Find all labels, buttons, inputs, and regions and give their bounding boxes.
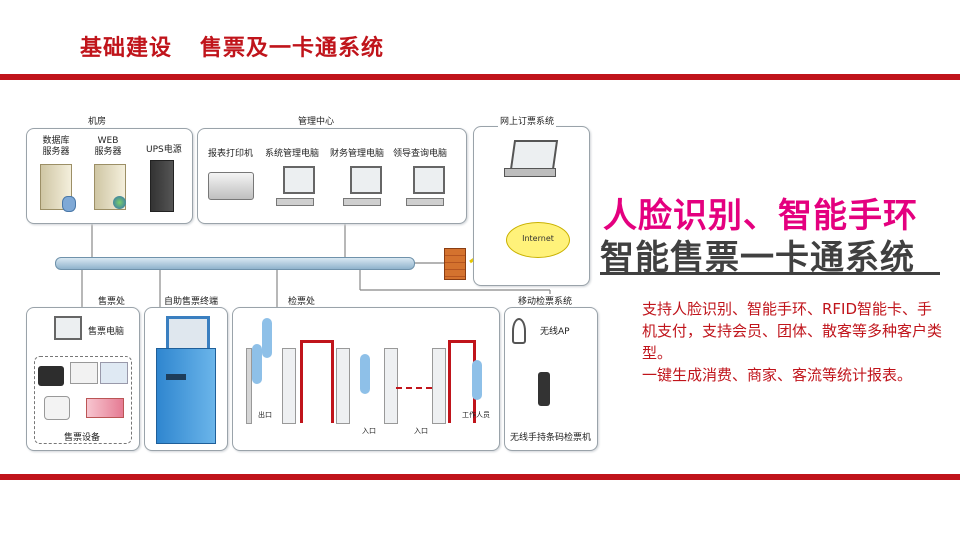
ticket-devices-group (34, 356, 132, 444)
description-para-1: 支持人脸识别、智能手环、RFID智能卡、手机支付，支持会员、团体、散客等多种客户… (642, 300, 943, 362)
network-bus (55, 257, 415, 270)
sys-admin-pc-label: 系统管理电脑 (265, 149, 320, 159)
mobile-check-label: 移动检票系统 (516, 294, 575, 307)
ups-icon (150, 160, 174, 212)
turnstile-icon (432, 348, 446, 424)
entrance-label-1: 入口 (362, 427, 376, 435)
leader-pc-label: 领导查询电脑 (393, 149, 448, 159)
headline-line-2: 智能售票一卡通系统 (600, 238, 915, 278)
keyboard-icon (343, 198, 381, 206)
keyboard-icon (406, 198, 444, 206)
ticket-office-label: 售票处 (96, 294, 128, 307)
report-printer-label: 报表打印机 (208, 149, 254, 159)
headline-underline (600, 272, 940, 275)
system-diagram: 机房 数据库 服务器 WEB 服务器 UPS电源 管理中心 报表打印机 系统管理… (26, 114, 598, 451)
database-icon (62, 196, 76, 212)
turnstile-icon (336, 348, 350, 424)
finance-monitor-icon (350, 166, 382, 194)
firewall-icon (444, 248, 466, 280)
turnstile-icon (384, 348, 398, 424)
management-center-label: 管理中心 (296, 114, 337, 127)
feature-description: 支持人脸识别、智能手环、RFID智能卡、手机支付，支持会员、团体、散客等多种客户… (642, 298, 942, 386)
bottom-red-bar (0, 474, 960, 480)
description-para-2: 一键生成消费、商家、客流等统计报表。 (642, 366, 913, 384)
handheld-label: 无线手持条码检票机 (510, 433, 592, 443)
ticket-sample-icon (70, 362, 98, 384)
gate-post-icon (246, 348, 252, 424)
cloud-icon (506, 222, 570, 258)
laptop-icon (509, 140, 559, 170)
self-service-label: 自助售票终端 (162, 294, 221, 307)
sys-admin-monitor-icon (283, 166, 315, 194)
slide-title: 基础建设 售票及一卡通系统 (80, 30, 384, 62)
machine-room-label: 机房 (86, 114, 109, 127)
headline-line-1: 人脸识别、智能手环 (603, 196, 918, 236)
kiosk-screen-icon (166, 316, 210, 352)
wireless-ap-icon (512, 318, 526, 344)
web-server-label: WEB 服务器 (94, 136, 122, 157)
exit-label: 出口 (258, 411, 272, 419)
internet-label: Internet (522, 234, 554, 243)
entrance-label-2: 入口 (414, 427, 428, 435)
checkpoint-label: 检票处 (286, 294, 318, 307)
ticket-sample-icon (100, 362, 128, 384)
title-right: 售票及一卡通系统 (200, 36, 385, 61)
ticket-pc-icon (54, 316, 82, 340)
ticket-devices-label: 售票设备 (64, 433, 101, 443)
smart-card-icon (86, 398, 124, 418)
keyboard-icon (276, 198, 314, 206)
top-red-bar (0, 74, 960, 80)
person-icon (252, 344, 262, 384)
gate-barrier-icon (396, 387, 432, 389)
title-left: 基础建设 (80, 36, 173, 61)
handheld-scanner-icon (538, 372, 550, 406)
ticket-pc-label: 售票电脑 (88, 327, 125, 337)
online-booking-label: 网上订票系统 (498, 114, 557, 127)
ups-label: UPS电源 (146, 145, 182, 155)
turnstile-icon (282, 348, 296, 424)
db-server-label: 数据库 服务器 (42, 136, 70, 157)
finance-pc-label: 财务管理电脑 (330, 149, 385, 159)
staff-person-icon (472, 360, 482, 400)
kiosk-slot-icon (166, 374, 186, 380)
globe-icon (113, 196, 126, 209)
staff-label: 工作人员 (462, 411, 490, 419)
security-gate-icon (300, 340, 334, 423)
ticket-printer-icon (38, 366, 64, 386)
person-icon (262, 318, 272, 358)
wireless-ap-label: 无线AP (540, 327, 570, 337)
leader-monitor-icon (413, 166, 445, 194)
laptop-base-icon (504, 168, 556, 177)
card-reader-icon (44, 396, 70, 420)
person-icon (360, 354, 370, 394)
kiosk-body-icon (156, 348, 216, 444)
printer-icon (208, 172, 254, 200)
